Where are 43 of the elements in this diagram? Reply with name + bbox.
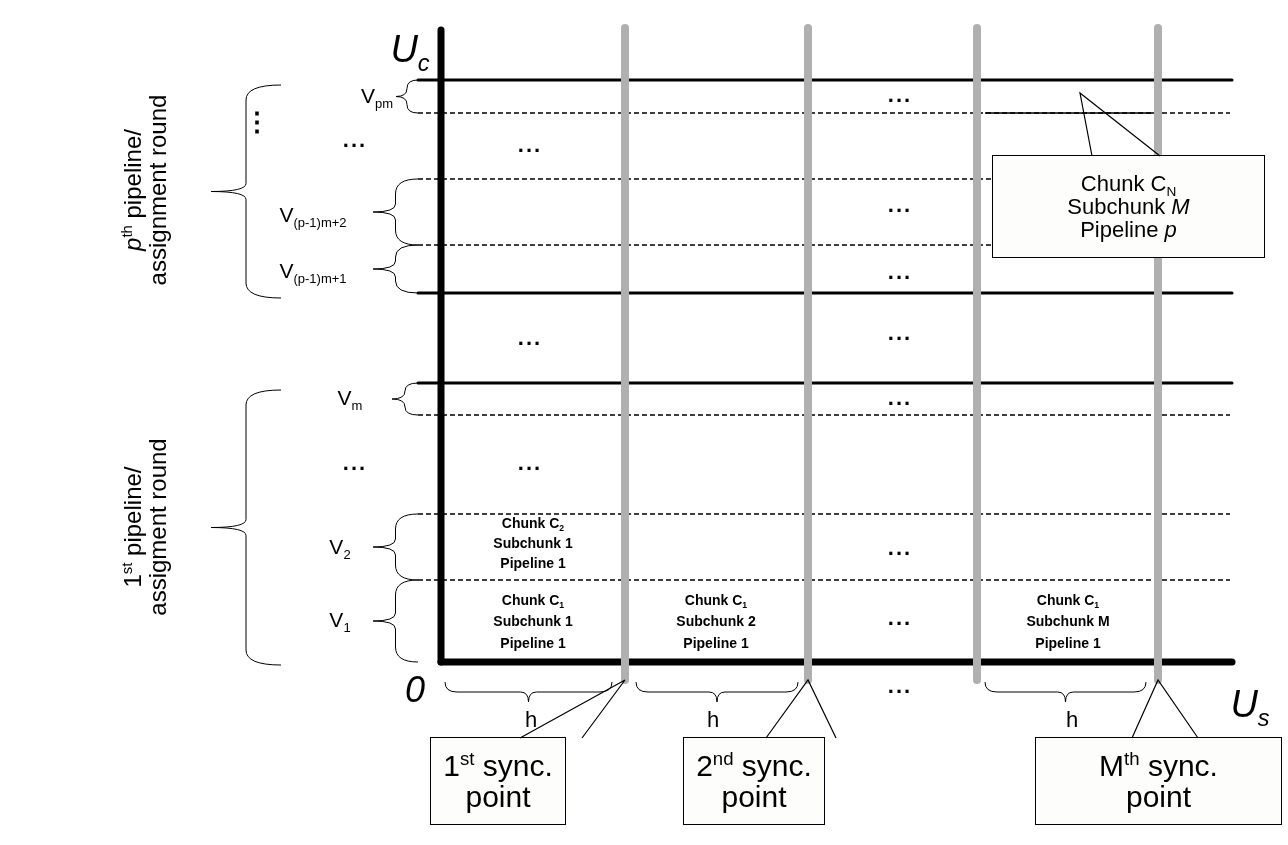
interval-label: h	[523, 708, 539, 732]
interval-label: h	[705, 708, 721, 732]
cell-label: Pipeline 1	[683, 635, 749, 651]
ellipsis: ...	[517, 451, 543, 475]
ellipsis: ...	[887, 321, 913, 345]
cell-label: Subchunk 1	[493, 535, 573, 551]
ellipsis: ...	[517, 326, 543, 350]
variable-label: V$_{2}$	[329, 536, 351, 558]
cell-label: Subchunk 2	[676, 613, 756, 629]
variable-label: V$_{m}$	[337, 387, 363, 409]
ellipsis: ...	[887, 83, 913, 107]
cell-label: Chunk C$_{1}$	[684, 592, 748, 608]
ellipsis: ...	[887, 260, 913, 284]
cell-label: Pipeline 1	[1035, 635, 1101, 651]
cell-label: Chunk C$_{2}$	[501, 515, 565, 531]
callout-text: M$^{th}$ sync. point	[1098, 749, 1219, 813]
cell-label: Chunk C$_{1}$	[501, 592, 565, 608]
callout-box	[683, 737, 825, 825]
ellipsis: ...	[342, 128, 368, 152]
interval-label: h	[1064, 708, 1080, 732]
cell-label: Chunk C$_{1}$	[1036, 592, 1100, 608]
callout-box	[430, 737, 566, 825]
axis-label: U$_{c}$	[390, 30, 430, 70]
variable-label: V$_{1}$	[329, 609, 351, 631]
axis-label: U$_{s}$	[1230, 685, 1270, 725]
ellipsis: ...	[887, 674, 913, 698]
callout-box	[992, 155, 1265, 258]
callout-text: 1$^{st}$ sync. point	[442, 749, 554, 813]
ellipsis: ...	[342, 451, 368, 475]
ellipsis: ...	[517, 133, 543, 157]
axis-label: 0	[405, 671, 425, 709]
callout-text: 2$^{nd}$ sync. point	[695, 749, 813, 813]
cell-label: Subchunk 1	[493, 613, 573, 629]
callout-box	[1035, 737, 1282, 825]
cell-label: Pipeline 1	[500, 555, 566, 571]
callout-text: Chunk C$_{N}$ Subchunk M Pipeline p	[1066, 171, 1191, 242]
cell-label: Pipeline 1	[500, 635, 566, 651]
ellipsis: ...	[887, 536, 913, 560]
ellipsis: ...	[887, 386, 913, 410]
vertical-ellipsis: ⋮	[244, 109, 270, 137]
ellipsis: ...	[887, 193, 913, 217]
cell-label: Subchunk M	[1026, 613, 1110, 629]
ellipsis: ...	[887, 606, 913, 630]
